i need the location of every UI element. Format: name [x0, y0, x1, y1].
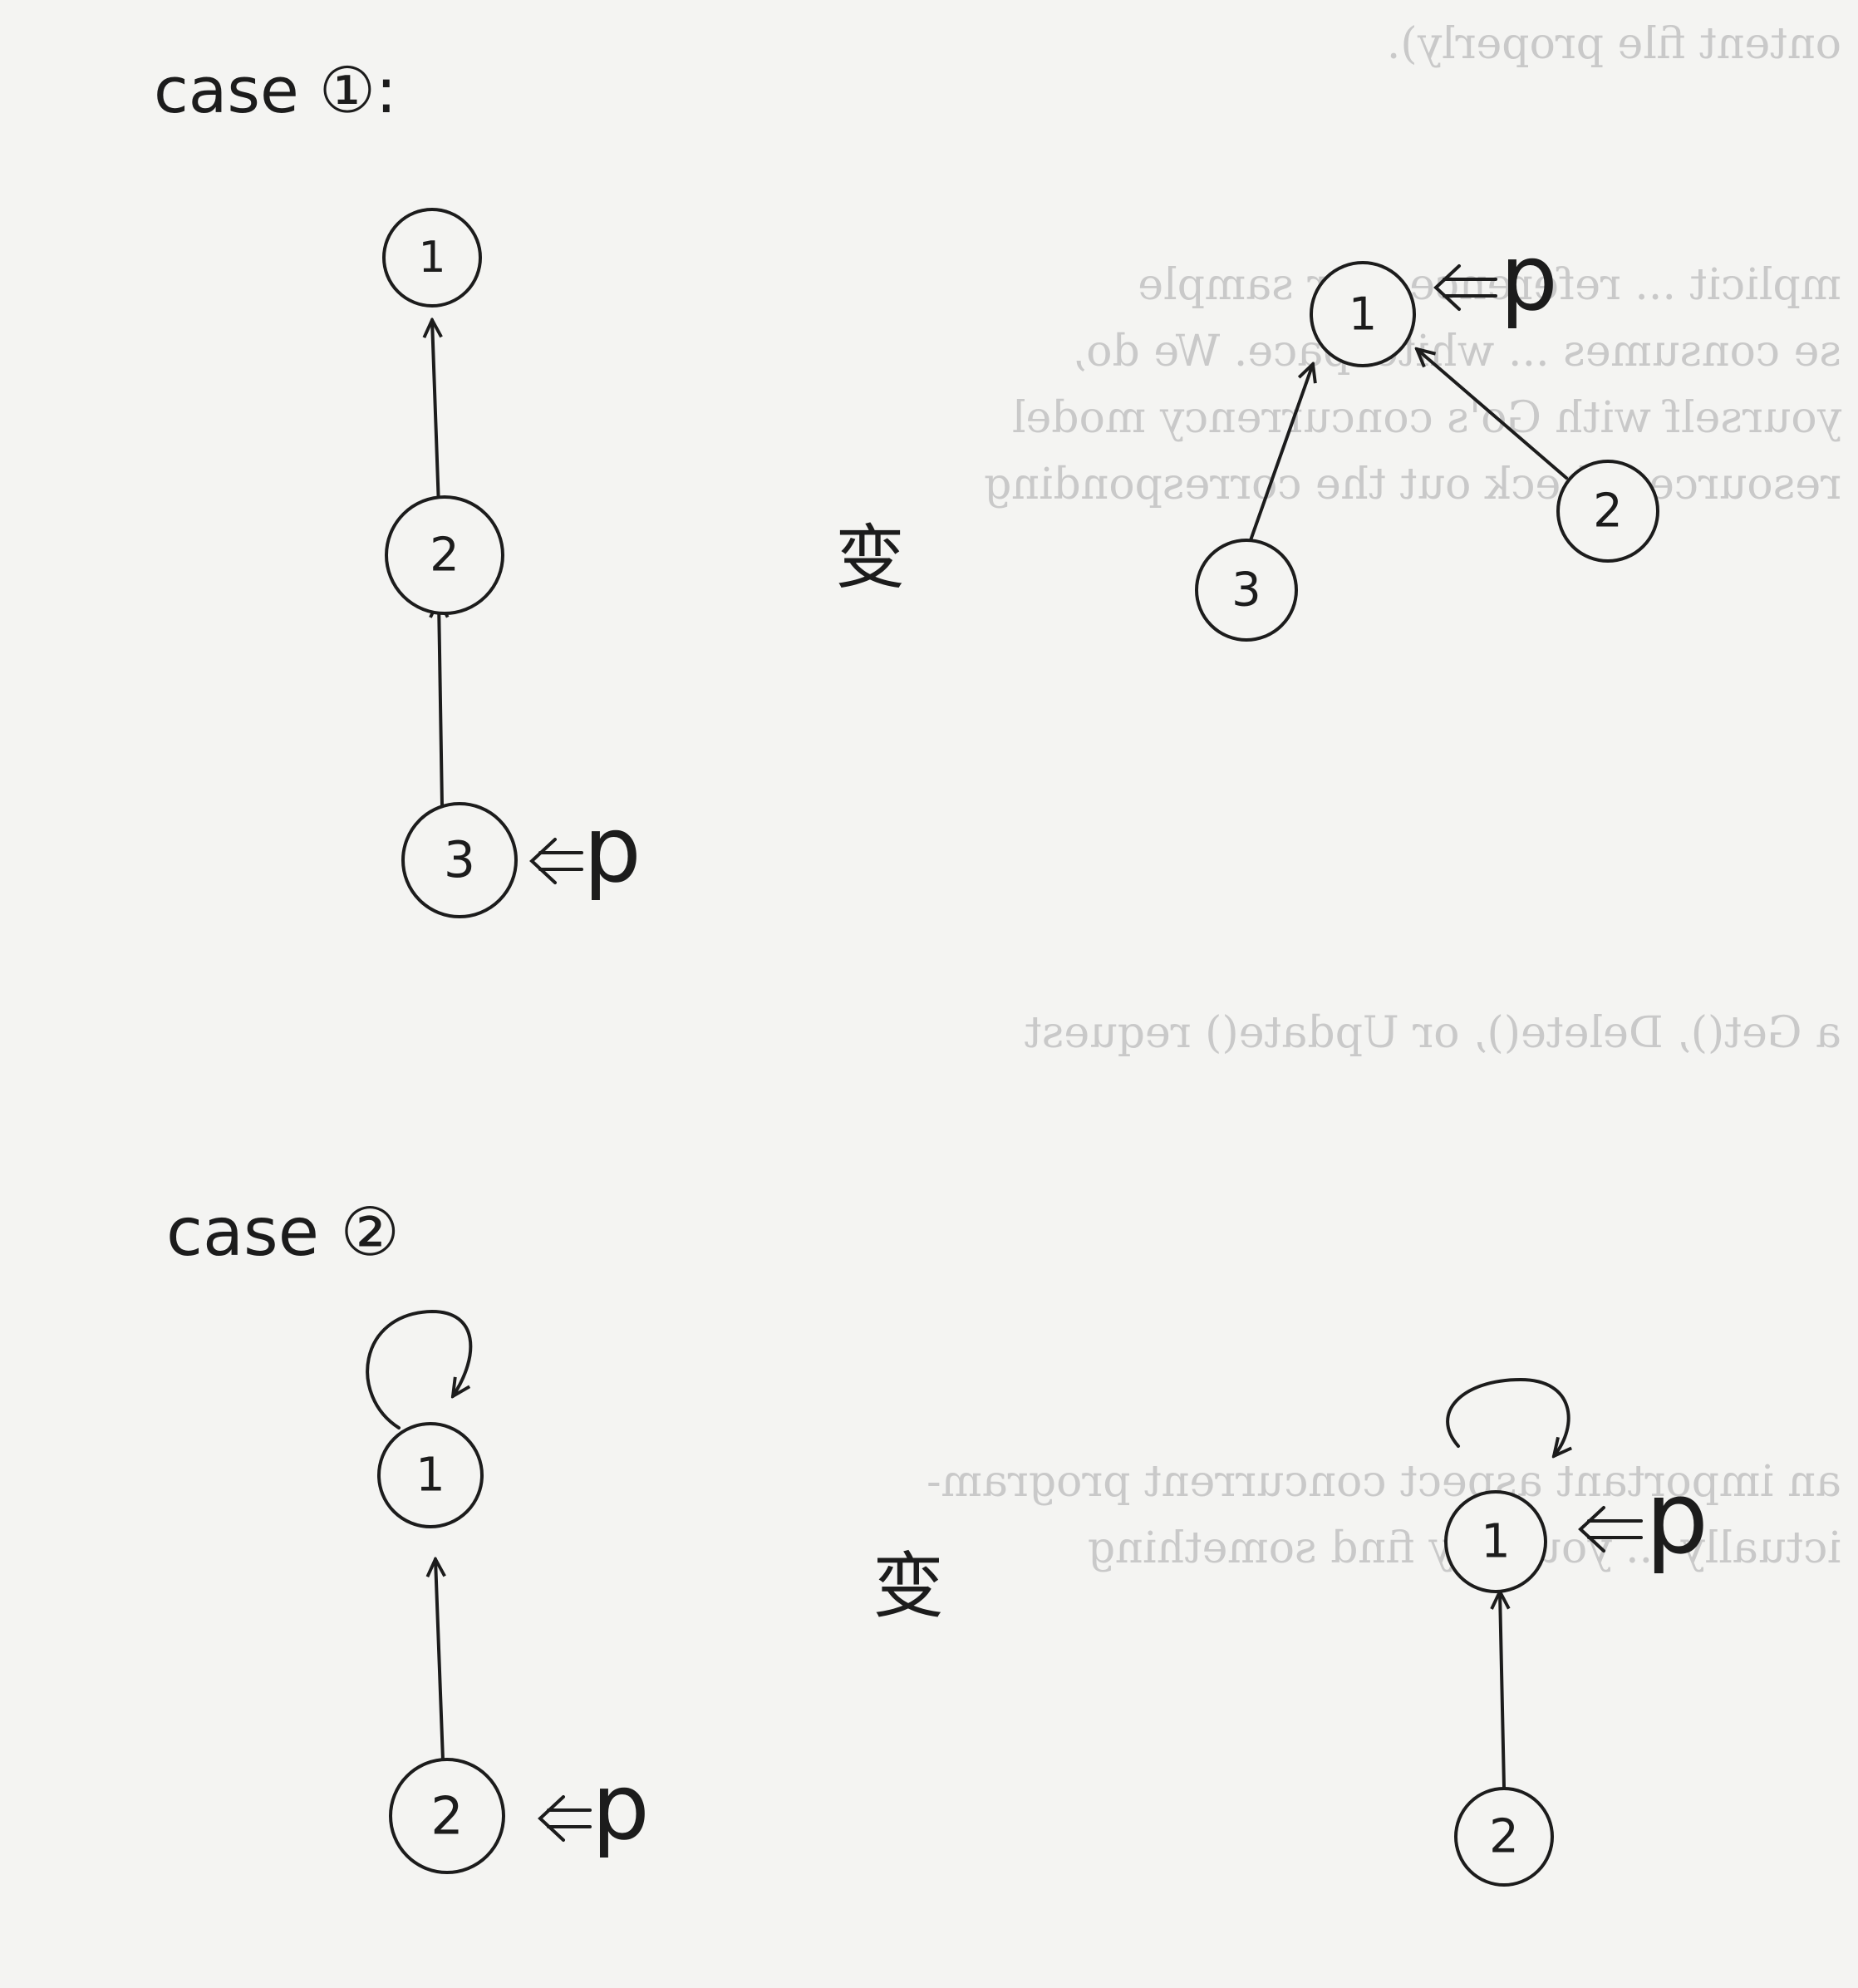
case1-title: case ①:: [154, 53, 397, 127]
self-loop-1: [366, 1309, 473, 1429]
bleed-line: a Get(), Delete(), or Update() request: [1025, 1008, 1841, 1058]
bleed-through-text: ontent file properly). mplicit ... refer…: [927, 19, 1842, 1573]
case2-title: case ②: [166, 1193, 400, 1271]
case1-before-graph: 1 2 3 p: [382, 208, 641, 918]
bleed-line: yourself with Go's concurrency model: [1012, 393, 1842, 443]
bleed-line: se consumes ... whitespace. We do,: [1073, 327, 1841, 376]
node-2: [1556, 460, 1659, 563]
case1-after-graph: 1 3 2 p: [1195, 224, 1659, 642]
edge-3-to-2: [439, 600, 442, 808]
case2-transform-label: 变: [872, 1545, 944, 1628]
node-2: [389, 1758, 505, 1874]
edge-2-to-1: [435, 1559, 443, 1762]
node-2-label: 2: [1593, 485, 1623, 539]
pointer-label: p: [1645, 1461, 1708, 1577]
self-loop-1: [1446, 1377, 1569, 1456]
bleed-line: an important aspect concurrent program-: [927, 1457, 1841, 1507]
edge-3-to-1: [1249, 364, 1313, 542]
node-1-label: 1: [1481, 1515, 1511, 1569]
node-3: [1195, 539, 1298, 642]
case2-after-graph: 1 2 p: [1444, 1377, 1708, 1887]
pointer-arrow: [1433, 264, 1497, 311]
pointer-arrow: [1578, 1506, 1643, 1553]
node-3: [401, 802, 518, 918]
node-1: [382, 208, 482, 308]
case2-before-graph: 1 2 p: [366, 1309, 650, 1874]
node-1: [1444, 1490, 1547, 1593]
pointer-arrow: [538, 1795, 592, 1842]
node-2-label: 2: [430, 529, 460, 583]
node-3-label: 3: [444, 831, 475, 889]
edge-2-to-1: [432, 320, 439, 509]
pointer-label: p: [583, 796, 641, 903]
node-1: [1310, 261, 1416, 367]
node-2: [385, 495, 504, 615]
node-1-label: 1: [418, 233, 445, 283]
node-2-label: 2: [430, 1786, 463, 1847]
node-1: [377, 1422, 484, 1528]
node-3-label: 3: [1231, 563, 1261, 618]
pointer-label: p: [1500, 224, 1558, 331]
node-2: [1454, 1787, 1554, 1887]
node-1-label: 1: [1349, 288, 1377, 341]
node-1-label: 1: [415, 1449, 445, 1503]
bleed-line: ontent file properly).: [1387, 19, 1841, 69]
edge-2-to-1: [1417, 349, 1568, 480]
edge-2-to-1: [1500, 1592, 1504, 1789]
node-2-label: 2: [1489, 1810, 1519, 1864]
pointer-label: p: [592, 1754, 650, 1860]
bleed-line: resources check out the corresponding: [984, 460, 1841, 509]
pointer-arrow: [529, 838, 583, 884]
case1-transform-label: 变: [835, 517, 905, 598]
bleed-line: mplicit ... reference, our sample: [1138, 260, 1841, 310]
